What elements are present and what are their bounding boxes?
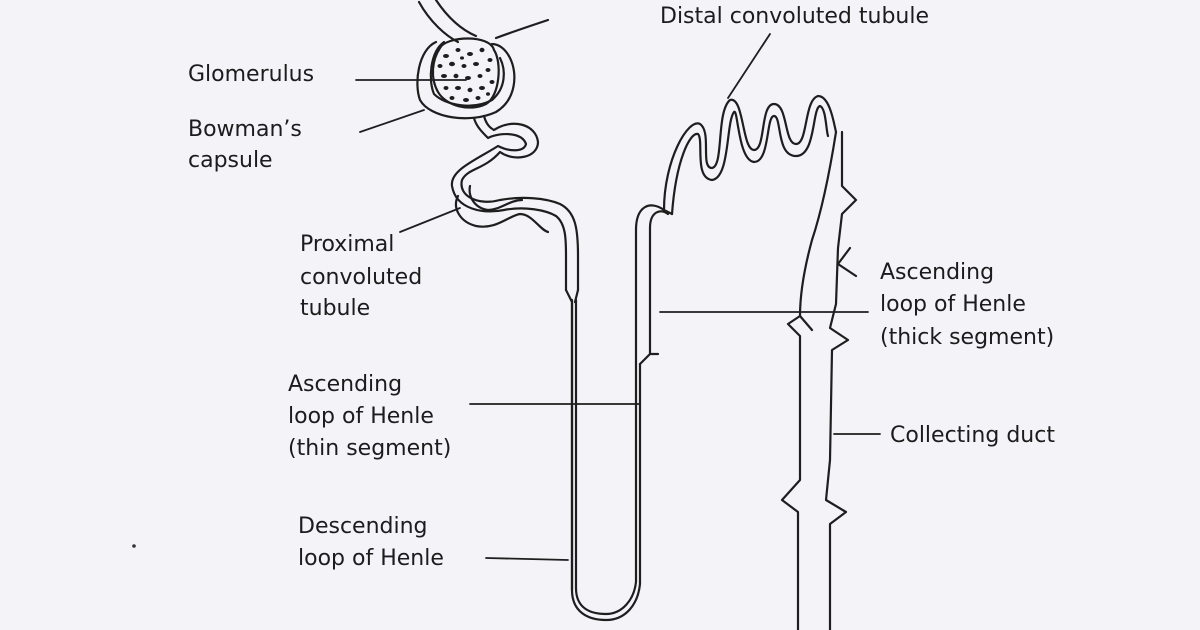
- label-collecting-duct: Collecting duct: [890, 423, 1055, 448]
- collecting-duct-left: [780, 130, 838, 630]
- label-descending-line1: Descending: [298, 514, 428, 539]
- bowmans-capsule-inner: [429, 40, 505, 107]
- label-ascending-thin-line3: (thin segment): [288, 436, 452, 461]
- thick-ascending-outer: [634, 204, 674, 366]
- thick-ascending-inner: [638, 210, 670, 366]
- loop-of-henle-outer: [570, 298, 642, 622]
- label-ascending-thin-line2: loop of Henle: [288, 404, 434, 429]
- glomerulus-speckles: [437, 47, 495, 102]
- leader-bowmans-capsule: [359, 109, 425, 133]
- proximal-tubule-wall-b: [450, 116, 568, 292]
- leader-descending: [485, 557, 569, 561]
- label-ascending-thick-line2: loop of Henle: [880, 292, 1026, 317]
- glomerulus-tuft: [431, 37, 500, 109]
- distal-tubule-wall-a: [662, 94, 838, 212]
- label-ascending-thin-line1: Ascending: [288, 372, 403, 397]
- leader-distal-tubule: [727, 33, 771, 99]
- collecting-duct-branch: [798, 246, 858, 332]
- leader-proximal-tubule: [399, 207, 461, 233]
- arteriole-outgoing: [494, 18, 550, 40]
- stray-dot: [132, 544, 136, 548]
- distal-tubule-wall-b: [670, 104, 830, 216]
- label-glomerulus: Glomerulus: [188, 62, 315, 87]
- label-descending-line2: loop of Henle: [298, 546, 444, 571]
- proximal-tubule-coil-2: [468, 184, 524, 212]
- label-ascending-thick-line1: Ascending: [880, 260, 995, 285]
- bowmans-capsule-outer: [416, 40, 516, 120]
- label-ascending-thick-line3: (thick segment): [880, 325, 1055, 350]
- proximal-tubule-coil-1: [454, 194, 550, 234]
- label-distal-convoluted-tubule: Distal convoluted tubule: [660, 4, 930, 29]
- loop-of-henle-inner: [574, 298, 638, 616]
- efferent-arteriole: [434, 0, 478, 38]
- collecting-duct-right: [824, 130, 858, 630]
- label-proximal-line1: Proximal: [300, 232, 395, 257]
- afferent-arteriole: [417, 0, 460, 44]
- proximal-tubule-wall-a: [460, 114, 580, 292]
- label-bowmans-capsule-line1: Bowman’s: [188, 117, 302, 142]
- label-bowmans-capsule-line2: capsule: [188, 148, 273, 173]
- label-proximal-line2: convoluted: [300, 265, 423, 290]
- label-proximal-line3: tubule: [300, 296, 371, 321]
